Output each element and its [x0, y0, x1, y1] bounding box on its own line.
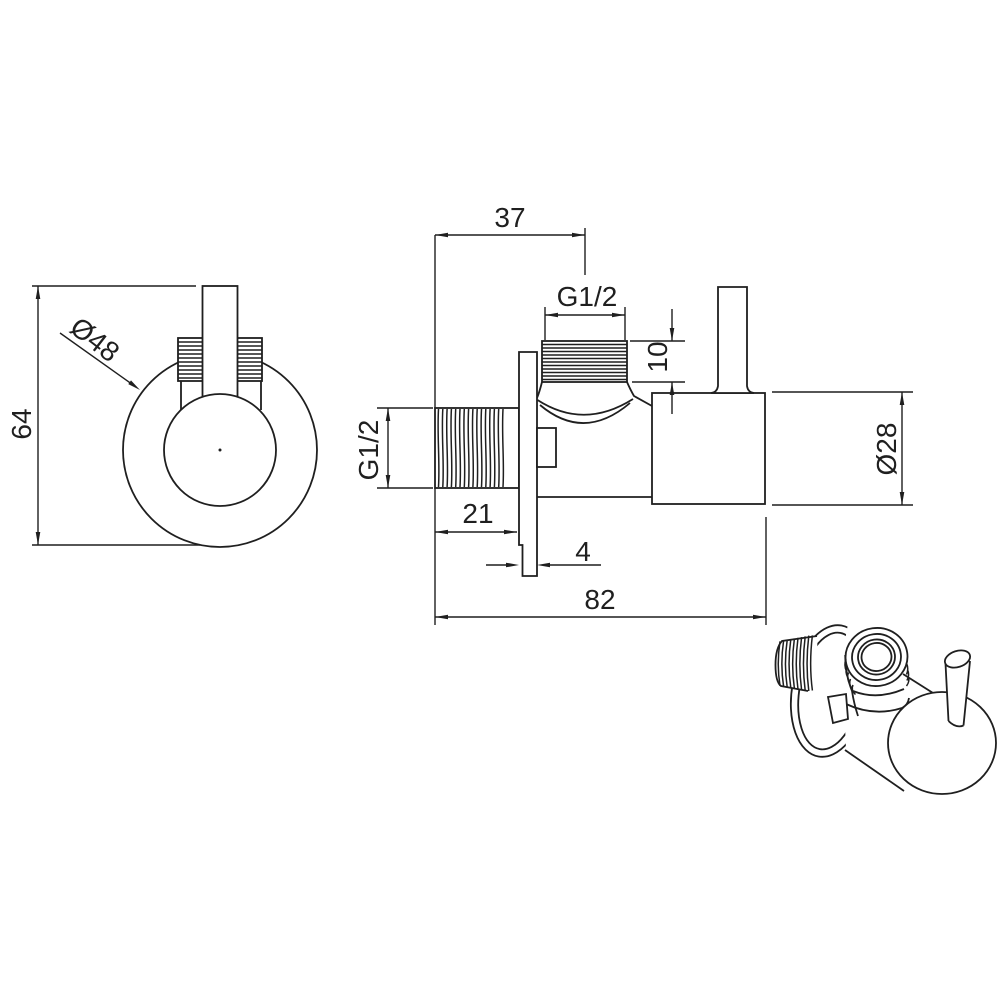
pictorial-handle-cap: [943, 649, 972, 669]
dim-outlet-offset-37: 37: [434, 202, 586, 625]
label-overall-length: 82: [584, 584, 615, 615]
front-view: 64 Ø48: [6, 285, 318, 548]
handle-stem-front: [201, 285, 239, 409]
pictorial-outlet-base-edge: [852, 688, 905, 697]
dim-inlet-thread-length-21: 21: [435, 498, 517, 535]
pictorial-body-endface: [887, 691, 997, 795]
dim-plate-thickness-4: 4: [486, 536, 601, 568]
pictorial-flange-tab: [826, 692, 849, 725]
dim-outlet-thread-g12: G1/2: [544, 281, 626, 340]
pictorial-outlet-threads-right: [905, 662, 910, 687]
label-flange-diameter: Ø48: [64, 311, 125, 368]
pictorial-outlet-ring2: [851, 633, 902, 681]
outlet-neck-front: [180, 381, 262, 410]
outlet-neck-section: [536, 381, 653, 424]
pipe-boss: [536, 427, 557, 468]
label-plate-thickness: 4: [575, 536, 591, 567]
section-view: 37 G1/2 10 G1/2 21: [353, 202, 913, 625]
pictorial-pipe-threads: [777, 635, 814, 692]
dim-inlet-thread-g12: G1/2: [353, 407, 433, 489]
dim-overall-length-82: 82: [435, 517, 767, 625]
pictorial-outlet-left-edge: [844, 654, 853, 692]
dim-outlet-thread-height-10: 10: [630, 309, 685, 414]
label-inlet-thread: G1/2: [353, 420, 384, 481]
pictorial-view: [774, 624, 997, 795]
pictorial-outlet-ring3: [857, 638, 896, 676]
handle-stem-section: [710, 286, 755, 394]
dim-body-diameter-28: Ø28: [772, 391, 913, 506]
dim-height-64: 64: [6, 285, 200, 546]
dim-flange-diameter: Ø48: [59, 311, 140, 390]
label-outlet-thread-height: 10: [642, 341, 673, 372]
label-inlet-thread-length: 21: [462, 498, 493, 529]
outlet-thread-lines-section: [542, 343, 627, 381]
cartridge-housing: [651, 392, 766, 505]
pictorial-outlet-bore: [860, 642, 893, 672]
wall-plate: [518, 351, 538, 577]
label-height-64: 64: [6, 408, 37, 439]
label-outlet-thread: G1/2: [557, 281, 618, 312]
pictorial-neck-left-edge: [851, 690, 859, 717]
inlet-thread-lines: [437, 408, 505, 488]
center-mark: [218, 448, 222, 452]
label-outlet-offset: 37: [494, 202, 525, 233]
pictorial-handle-stem: [944, 660, 971, 728]
pictorial-stem-fill: [945, 657, 970, 727]
label-body-diameter: Ø28: [871, 423, 902, 476]
